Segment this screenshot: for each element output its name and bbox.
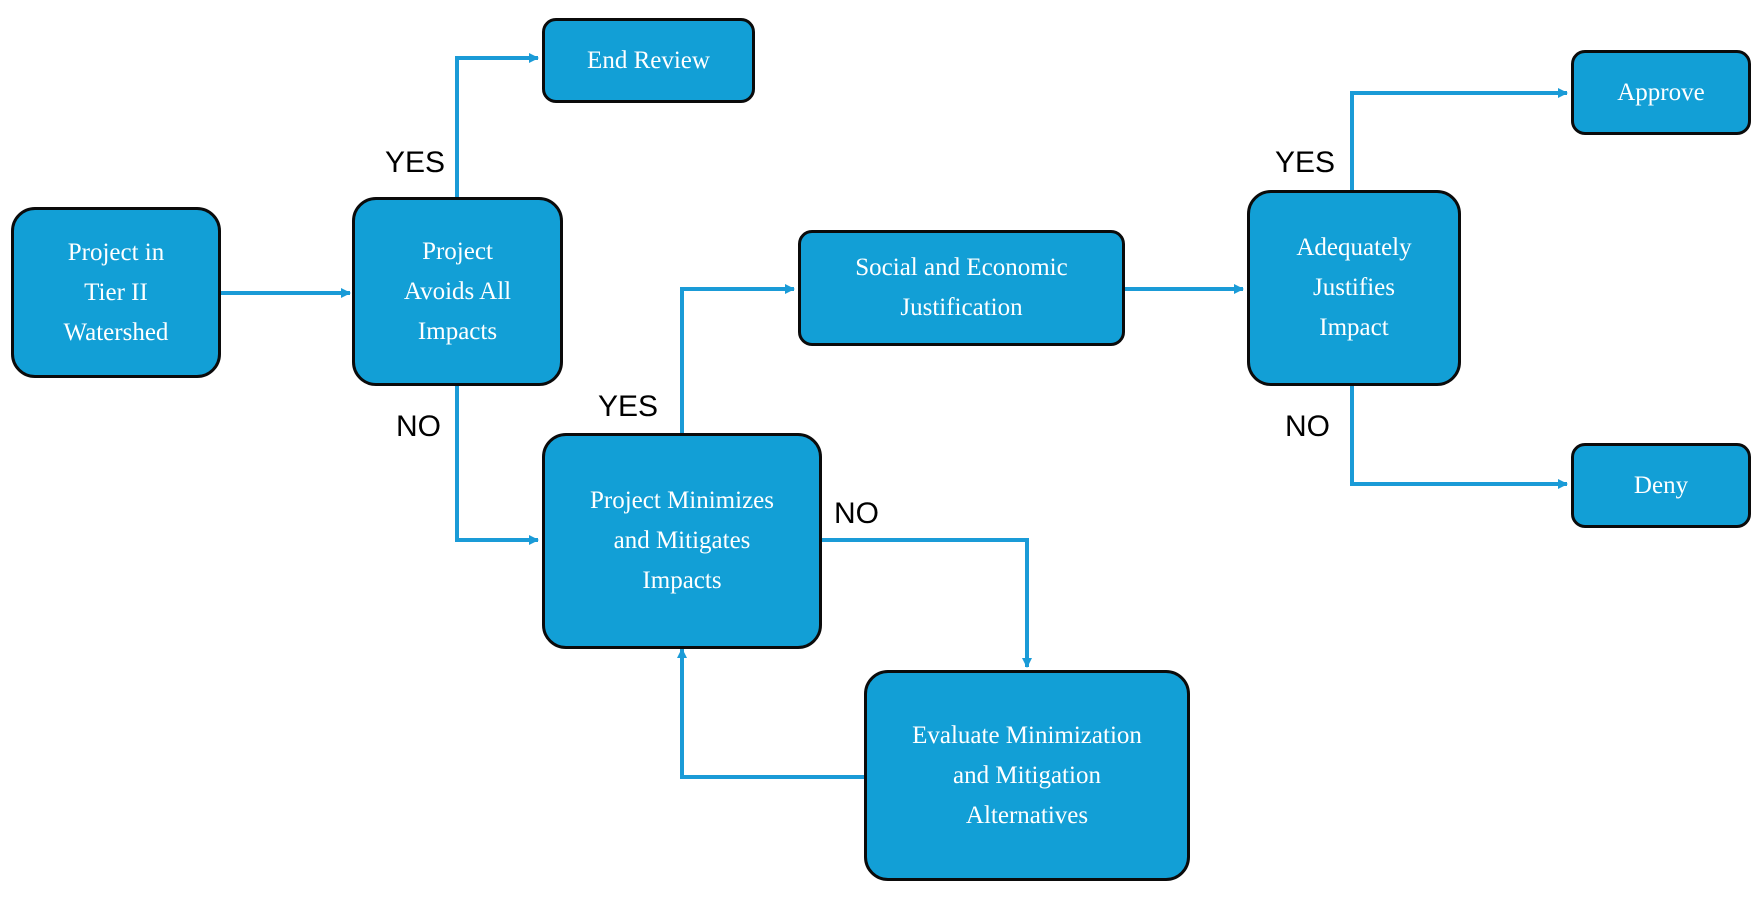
label-no-avoids: NO xyxy=(396,410,441,443)
arrow-avoids-yes-to-end-review xyxy=(455,53,539,197)
node-social-economic-justification-label: Social and Economic Justification xyxy=(855,254,1068,321)
node-project-avoids-impacts-label: Project Avoids All Impacts xyxy=(403,237,512,345)
label-no-adequately: NO xyxy=(1285,410,1330,443)
node-approve-label: Approve xyxy=(1617,78,1705,106)
arrow-adequately-no-to-deny xyxy=(1350,386,1568,489)
node-project-minimizes-mitigates-label: Project Minimizes and Mitigates Impacts xyxy=(590,487,774,594)
node-adequately-justifies-impact: Adequately Justifies Impact xyxy=(1247,190,1461,386)
node-evaluate-alternatives-label: Evaluate Minimization and Mitigation Alt… xyxy=(912,721,1142,829)
label-yes-adequately: YES xyxy=(1275,146,1336,179)
node-approve: Approve xyxy=(1571,50,1751,135)
label-yes-minimizes: YES xyxy=(598,390,659,423)
node-social-economic-justification: Social and Economic Justification xyxy=(798,230,1125,346)
arrow-avoids-no-to-minimizes xyxy=(455,386,539,545)
node-project-in-watershed-label: Project in Tier II Watershed xyxy=(63,238,169,346)
arrow-minimizes-yes-to-justification xyxy=(680,284,795,433)
node-adequately-justifies-impact-label: Adequately Justifies Impact xyxy=(1296,234,1412,341)
node-deny-label: Deny xyxy=(1633,471,1689,499)
arrow-adequately-yes-to-approve xyxy=(1350,88,1568,190)
node-deny: Deny xyxy=(1571,443,1751,528)
node-end-review: End Review xyxy=(542,18,755,103)
node-project-minimizes-mitigates: Project Minimizes and Mitigates Impacts xyxy=(542,433,822,649)
arrow-minimizes-no-to-evaluate xyxy=(822,538,1032,668)
label-no-minimizes: NO xyxy=(834,497,879,530)
node-evaluate-alternatives: Evaluate Minimization and Mitigation Alt… xyxy=(864,670,1190,881)
node-project-in-watershed: Project in Tier II Watershed xyxy=(11,207,221,378)
node-project-avoids-impacts: Project Avoids All Impacts xyxy=(352,197,563,386)
arrow-evaluate-to-minimizes xyxy=(677,648,864,779)
node-end-review-label: End Review xyxy=(587,46,710,74)
label-yes-avoids: YES xyxy=(385,146,446,179)
